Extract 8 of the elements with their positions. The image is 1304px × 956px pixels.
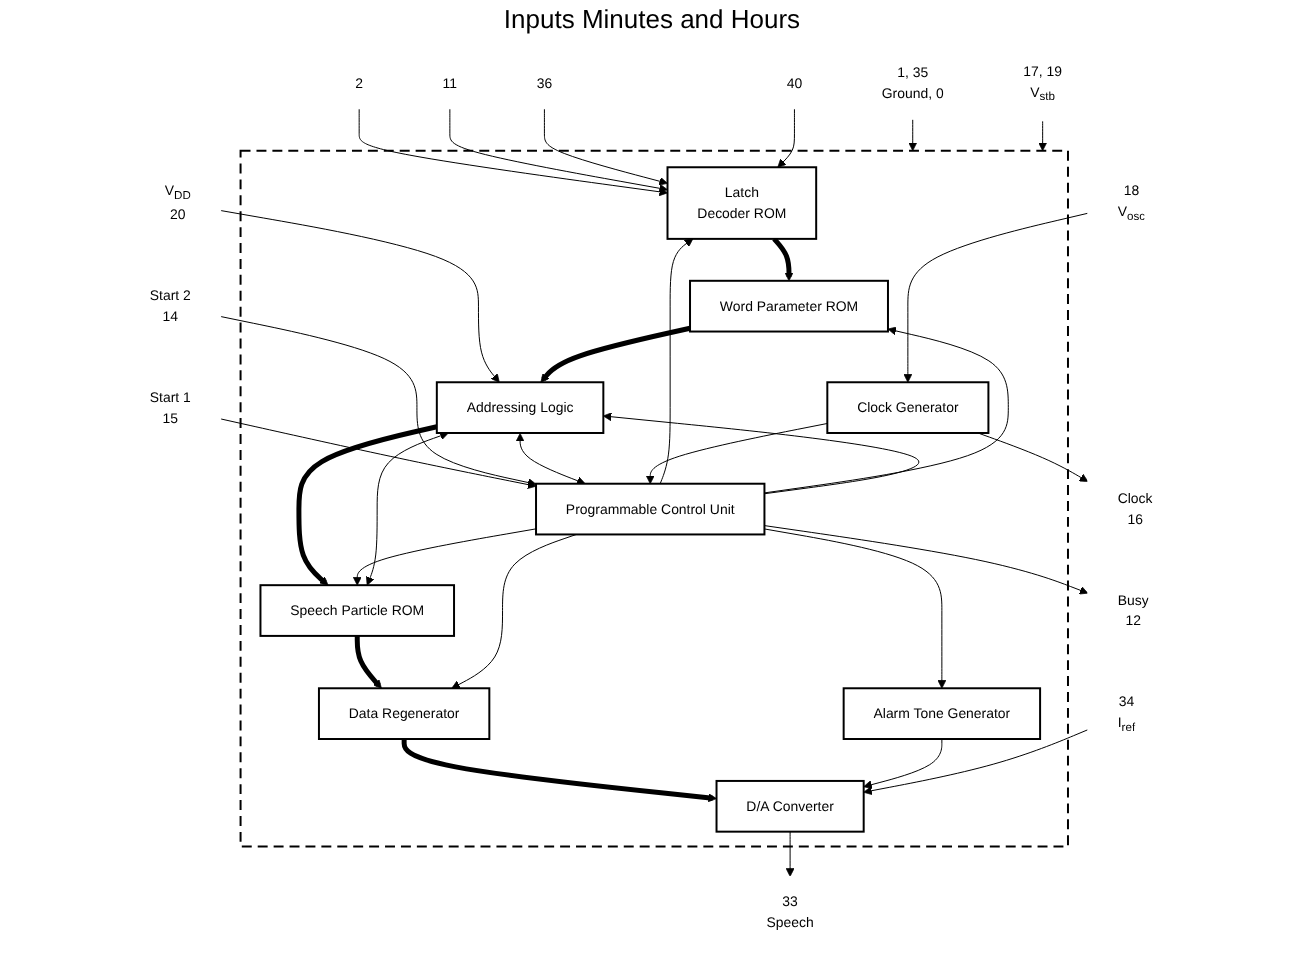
cluster [240, 149, 1070, 848]
arrow [402, 739, 718, 803]
note-text: Inputs Minutes and Hours [503, 4, 801, 34]
arrow [773, 237, 795, 282]
arrow [297, 424, 439, 586]
arrow [646, 423, 829, 485]
arrow [541, 325, 692, 383]
arrow [355, 635, 383, 689]
